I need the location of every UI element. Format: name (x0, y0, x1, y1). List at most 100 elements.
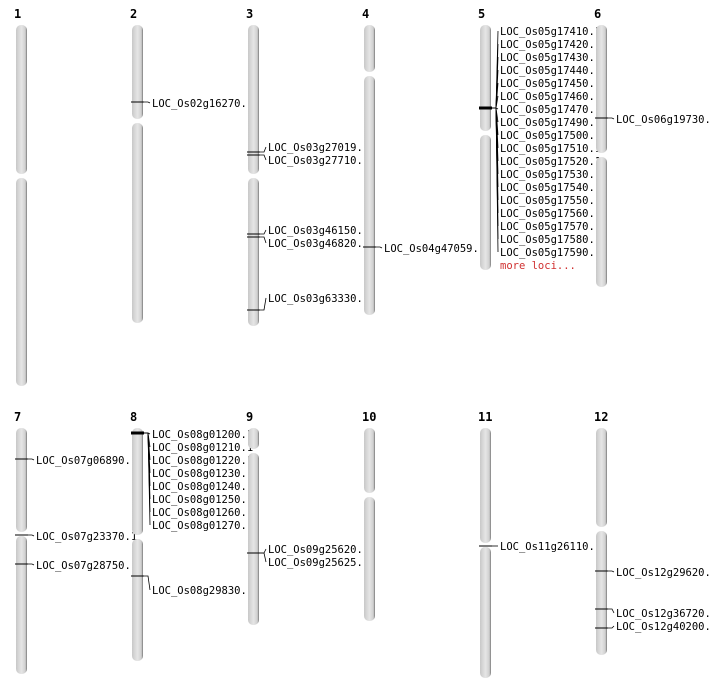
locus-connector (376, 246, 383, 249)
chromosome-12: 12LOC_Os12g29620.1LOC_Os12g36720.1LOC_Os… (594, 410, 712, 655)
locus-label[interactable]: LOC_Os05g17540.1 (500, 182, 601, 194)
chromosome-7: 7LOC_Os07g06890.1LOC_Os07g23370.1LOC_Os0… (14, 410, 137, 674)
locus-label[interactable]: LOC_Os05g17590.1 (500, 247, 601, 259)
chromosome-3: 3LOC_Os03g27019.1LOC_Os03g27710.1LOC_Os0… (246, 7, 369, 326)
chromosome-number: 12 (594, 410, 608, 424)
chromosome-arm-q (596, 531, 607, 655)
locus-label[interactable]: LOC_Os03g27710.1 (268, 155, 369, 167)
chromosome-arm-q (248, 453, 259, 625)
chromosome-arm-p (596, 428, 607, 527)
locus-label[interactable]: LOC_Os08g01260.1 (152, 507, 253, 519)
chromosome-arm-p (248, 428, 259, 449)
locus-label[interactable]: LOC_Os08g01210.1 (152, 442, 253, 454)
locus-label[interactable]: LOC_Os05g17440.1 (500, 65, 601, 77)
locus-label[interactable]: LOC_Os03g46150.1 (268, 225, 369, 237)
chromosome-arm-q (364, 497, 375, 621)
chromosome-arm-q (596, 157, 607, 287)
chromosome-arm-p (364, 428, 375, 493)
chromosome-arm-q (248, 178, 259, 326)
locus-label[interactable]: LOC_Os12g36720.1 (616, 608, 712, 620)
locus-label[interactable]: LOC_Os02g16270.1 (152, 98, 253, 110)
locus-label[interactable]: LOC_Os08g29830.1 (152, 585, 253, 597)
locus-label[interactable]: LOC_Os05g17410.1 (500, 26, 601, 38)
locus-label[interactable]: LOC_Os12g29620.1 (616, 567, 712, 579)
locus-connector (260, 229, 267, 235)
locus-label[interactable]: LOC_Os07g23370.1 (36, 531, 137, 543)
locus-label[interactable]: LOC_Os05g17470.1 (500, 104, 601, 116)
chromosome-arm-p (480, 25, 491, 131)
locus-label[interactable]: LOC_Os08g01200.1 (152, 429, 253, 441)
chromosome-number: 3 (246, 7, 253, 21)
locus-label[interactable]: LOC_Os03g46820.1 (268, 238, 369, 250)
locus-label[interactable]: LOC_Os05g17430.1 (500, 52, 601, 64)
locus-label[interactable]: LOC_Os05g17490.1 (500, 117, 601, 129)
locus-label[interactable]: LOC_Os06g19730.1 (616, 114, 712, 126)
locus-label[interactable]: LOC_Os05g17580.1 (500, 234, 601, 246)
locus-label[interactable]: LOC_Os03g63330.1 (268, 293, 369, 305)
locus-label[interactable]: LOC_Os05g17460.1 (500, 91, 601, 103)
chromosome-number: 5 (478, 7, 485, 21)
locus-connector (144, 432, 151, 526)
chromosome-number: 7 (14, 410, 21, 424)
locus-label[interactable]: LOC_Os08g01240.1 (152, 481, 253, 493)
chromosome-arm-p (132, 428, 143, 535)
locus-label[interactable]: LOC_Os05g17520.1 (500, 156, 601, 168)
locus-connector (144, 575, 151, 591)
locus-label[interactable]: LOC_Os05g17450.1 (500, 78, 601, 90)
chromosome-arm-q (132, 539, 143, 661)
locus-connector (28, 458, 35, 461)
chromosome-arm-p (16, 25, 27, 174)
locus-connector (608, 625, 615, 629)
chromosome-arm-q (16, 178, 27, 386)
chromosome-8: 8LOC_Os08g01200.1LOC_Os08g01210.1LOC_Os0… (130, 410, 253, 661)
chromosome-number: 9 (246, 410, 253, 424)
chromosome-5: 5LOC_Os05g17410.1LOC_Os05g17420.1LOC_Os0… (478, 7, 601, 272)
locus-label[interactable]: LOC_Os08g01230.1 (152, 468, 253, 480)
locus-connector (260, 236, 267, 244)
locus-connector (144, 101, 151, 104)
locus-label[interactable]: LOC_Os05g17530.1 (500, 169, 601, 181)
chromosome-arm-p (16, 428, 27, 532)
locus-label[interactable]: LOC_Os03g27019.1 (268, 142, 369, 154)
locus-connector (608, 608, 615, 614)
more-loci-link[interactable]: more loci... (500, 260, 576, 272)
chromosome-arm-p (364, 25, 375, 72)
locus-label[interactable]: LOC_Os05g17420.1 (500, 39, 601, 51)
chromosome-arm-q (132, 123, 143, 323)
locus-label[interactable]: LOC_Os04g47059.1 (384, 243, 485, 255)
locus-label[interactable]: LOC_Os05g17570.1 (500, 221, 601, 233)
chromosome-number: 8 (130, 410, 137, 424)
chromosome-arm-p (132, 25, 143, 119)
locus-label[interactable]: LOC_Os12g40200.1 (616, 621, 712, 633)
locus-connector (260, 154, 267, 161)
locus-label[interactable]: LOC_Os11g26110.1 (500, 541, 601, 553)
chromosome-10: 10 (362, 410, 376, 621)
locus-connector (260, 146, 267, 153)
locus-label[interactable]: LOC_Os09g25625.1 (268, 557, 369, 569)
locus-label[interactable]: LOC_Os08g01220.1 (152, 455, 253, 467)
locus-label[interactable]: LOC_Os09g25620.1 (268, 544, 369, 556)
chromosome-number: 6 (594, 7, 601, 21)
locus-connector (28, 534, 35, 537)
chromosome-number: 11 (478, 410, 492, 424)
locus-label[interactable]: LOC_Os05g17510.1 (500, 143, 601, 155)
locus-label[interactable]: LOC_Os07g06890.1 (36, 455, 137, 467)
chromosome-number: 4 (362, 7, 369, 21)
chromosome-arm-p (480, 428, 491, 543)
locus-label[interactable]: LOC_Os08g01250.1 (152, 494, 253, 506)
locus-connector (492, 107, 499, 253)
locus-label[interactable]: LOC_Os07g28750.1 (36, 560, 137, 572)
locus-label[interactable]: LOC_Os05g17500.1 (500, 130, 601, 142)
locus-label[interactable]: LOC_Os08g01270.1 (152, 520, 253, 532)
locus-connector (260, 548, 267, 554)
chromosome-1: 1 (14, 7, 27, 386)
chromosome-number: 10 (362, 410, 376, 424)
locus-label[interactable]: LOC_Os05g17550.1 (500, 195, 601, 207)
locus-label[interactable]: LOC_Os05g17560.1 (500, 208, 601, 220)
